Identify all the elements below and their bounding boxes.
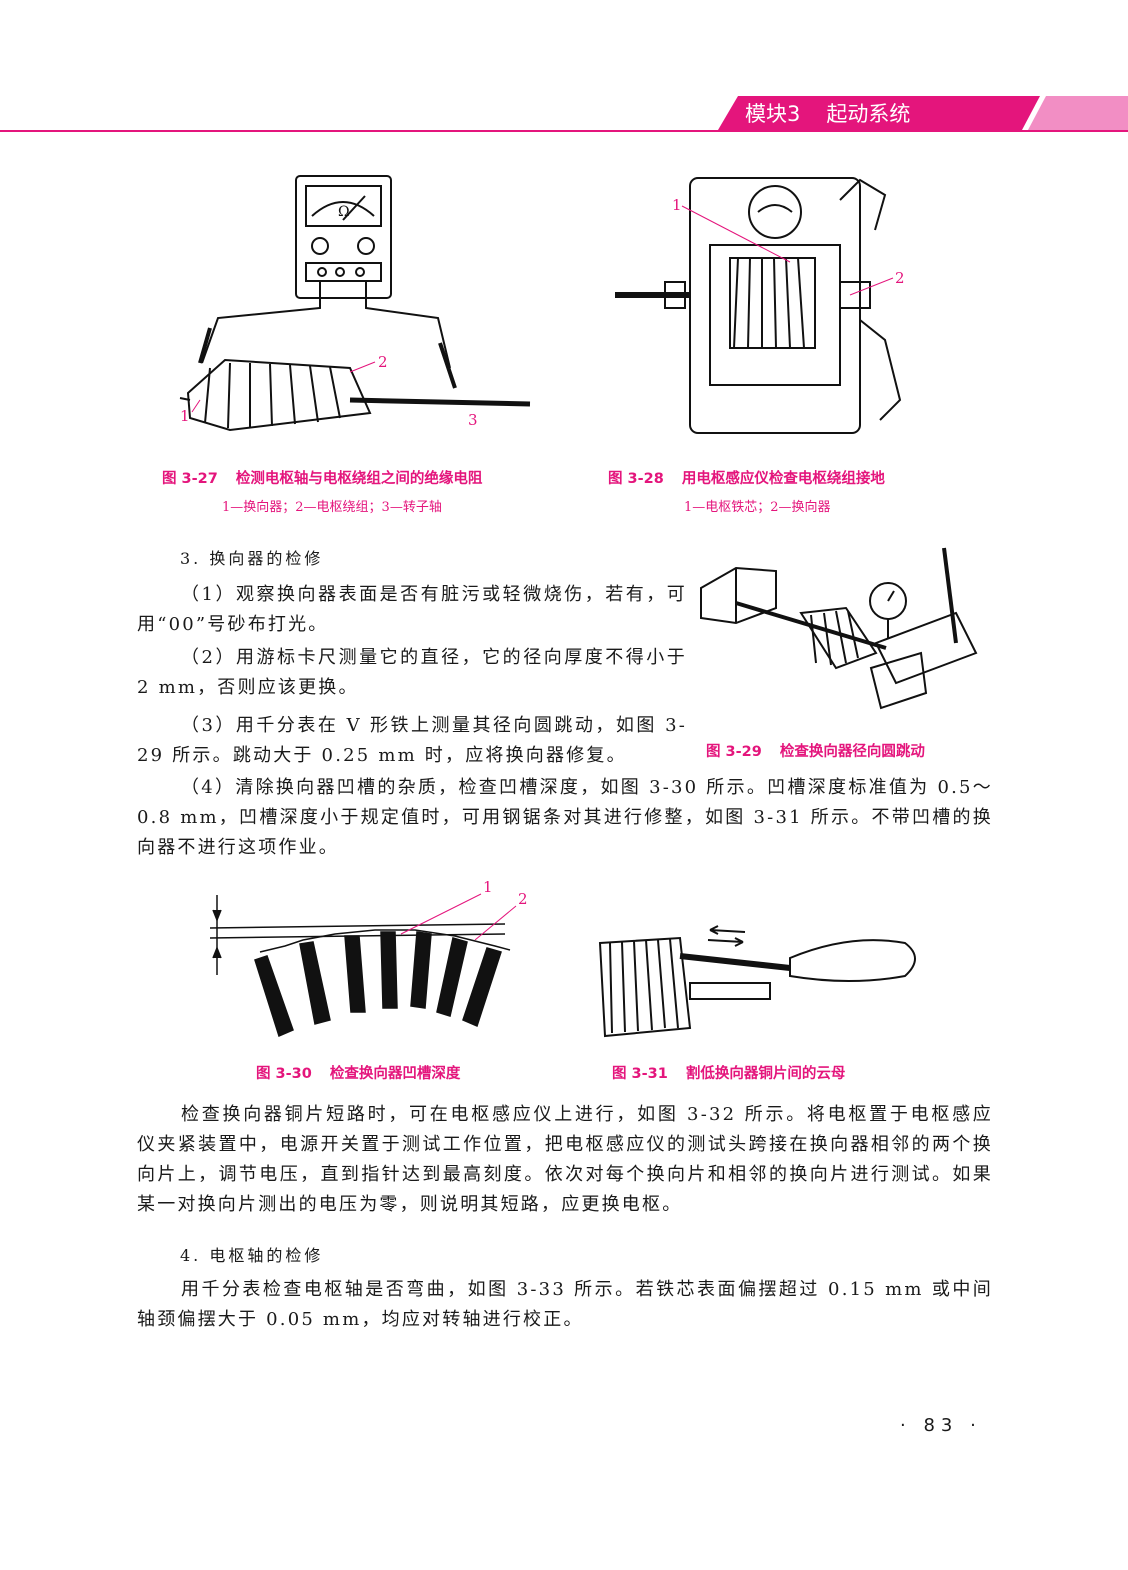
figure-3-31-illustration — [598, 925, 916, 1038]
page-number: · 83 · — [900, 1415, 982, 1436]
figure-3-31-number: 图 3-31 — [612, 1066, 668, 1082]
figure-3-31-title: 割低换向器铜片间的云母 — [685, 1066, 846, 1082]
figure-3-30-caption: 图 3-30 检查换向器凹槽深度 — [256, 1062, 460, 1083]
figure-3-29-number: 图 3-29 — [706, 744, 762, 760]
section-3-item-1: （1）观察换向器表面是否有脏污或轻微烧伤，若有，可用“00”号砂布打光。 — [137, 584, 687, 635]
figure-3-30-title: 检查换向器凹槽深度 — [329, 1066, 461, 1082]
section-3-item-2: （2）用游标卡尺测量它的直径，它的径向厚度不得小于 2 mm，否则应该更换。 — [137, 647, 687, 698]
figure-3-30-illustration: 1 2 — [209, 880, 528, 1038]
figure-3-27-illustration: 1 2 3 Ω — [179, 175, 531, 432]
figure-3-27-title: 检测电枢轴与电枢绕组之间的绝缘电阻 — [235, 471, 483, 487]
fig27-label-3: 3 — [468, 411, 478, 429]
figure-3-28-legend: 1—电枢铁芯；2—换向器 — [684, 500, 831, 515]
figure-3-28-number: 图 3-28 — [608, 471, 664, 487]
section-4-paragraph: 用千分表检查电枢轴是否弯曲，如图 3-33 所示。若铁芯表面偏摆超过 0.15 … — [137, 1279, 993, 1330]
fig30-label-1: 1 — [483, 880, 493, 896]
figure-3-31-caption: 图 3-31 割低换向器铜片间的云母 — [612, 1062, 845, 1083]
figure-3-29-illustration — [700, 547, 978, 710]
section-3-item-4: （4）清除换向器凹槽的杂质，检查凹槽深度，如图 3-30 所示。凹槽深度标准值为… — [137, 777, 993, 858]
figure-3-28-illustration: 1 2 — [615, 177, 905, 434]
fig27-meter-symbol: Ω — [338, 204, 350, 220]
figure-3-27-legend: 1—换向器；2—电枢绕组；3—转子轴 — [222, 500, 442, 515]
figure-3-29-title: 检查换向器径向圆跳动 — [779, 744, 925, 760]
figure-3-28-caption: 图 3-28 用电枢感应仪检查电枢绕组接地 — [608, 467, 885, 488]
module-name: 起动系统 — [826, 102, 911, 126]
figure-3-30-number: 图 3-30 — [256, 1066, 312, 1082]
section-3-item-3: （3）用千分表在 V 形铁上测量其径向圆跳动，如图 3-29 所示。跳动大于 0… — [137, 715, 687, 766]
module-title: 模块3 起动系统 — [745, 98, 936, 130]
module-number: 模块3 — [745, 102, 801, 126]
section-4-heading: 4. 电枢轴的检修 — [180, 1246, 324, 1265]
fig30-label-2: 2 — [518, 890, 528, 908]
fig28-label-2: 2 — [895, 269, 905, 287]
figure-3-28-title: 用电枢感应仪检查电枢绕组接地 — [681, 471, 885, 487]
header-banner — [718, 96, 1128, 130]
fig27-label-2: 2 — [378, 353, 388, 371]
section-3-heading: 3. 换向器的检修 — [180, 549, 324, 568]
figure-3-29-caption: 图 3-29 检查换向器径向圆跳动 — [706, 740, 925, 761]
figure-3-27-caption: 图 3-27 检测电枢轴与电枢绕组之间的绝缘电阻 — [162, 467, 482, 488]
fig27-label-1: 1 — [180, 407, 190, 425]
fig28-label-1: 1 — [672, 196, 682, 214]
armature-short-check-paragraph: 检查换向器铜片短路时，可在电枢感应仪上进行，如图 3-32 所示。将电枢置于电枢… — [137, 1104, 993, 1215]
figure-3-27-number: 图 3-27 — [162, 471, 218, 487]
header-rule — [0, 130, 1128, 132]
